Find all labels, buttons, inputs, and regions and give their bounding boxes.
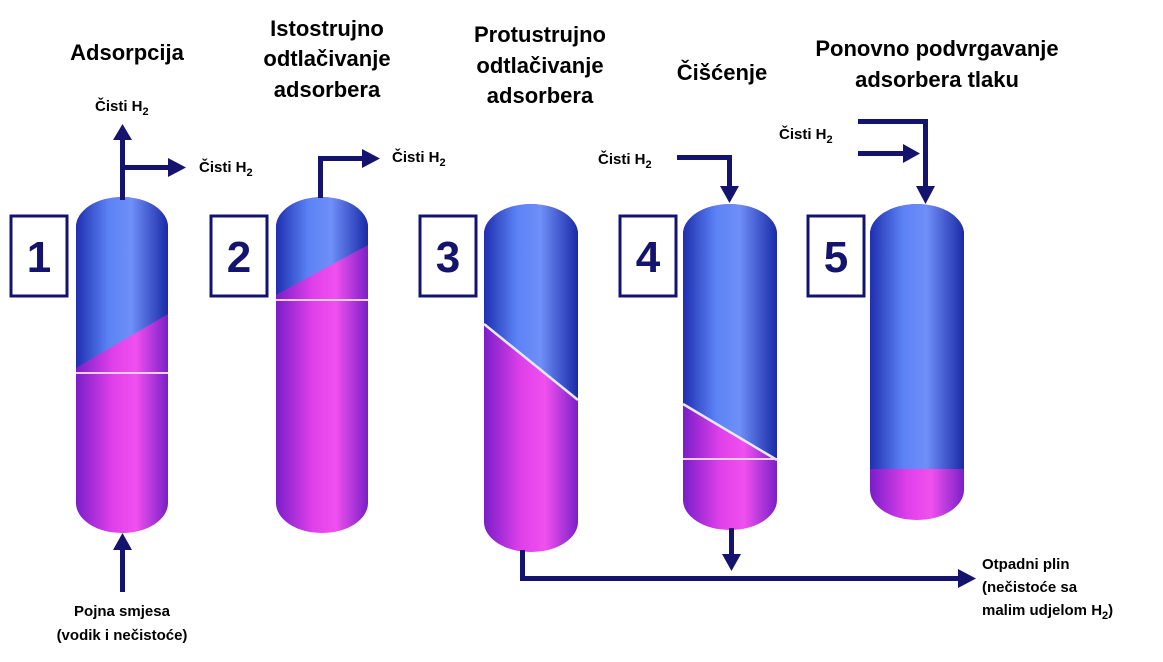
col2-outlet-line	[318, 156, 323, 198]
step-5-number-box: 5	[806, 214, 866, 298]
adsorber-column-4	[683, 204, 777, 530]
col4-purge-vertical-line	[727, 155, 732, 189]
step-2-number-box: 2	[209, 214, 269, 298]
step-4-number: 4	[636, 233, 661, 282]
waste-label-line3: malim udjelom H2)	[982, 602, 1113, 622]
step-3-title-line1: Protustrujno	[474, 22, 606, 47]
col1-side-arrowhead	[168, 158, 186, 177]
col4-waste-vertical-line	[729, 528, 734, 556]
step-2-title-line3: adsorbera	[274, 77, 381, 102]
step-3-number-box: 3	[418, 214, 478, 298]
col2-h2-label: Čisti H2	[392, 148, 446, 169]
col1-up-arrowhead	[113, 124, 132, 140]
flow-lines	[113, 119, 976, 592]
col5-h2-inlet-line	[858, 151, 906, 156]
step-3-title-line3: adsorbera	[487, 83, 594, 108]
col1-side-line	[120, 165, 170, 170]
feed-label-line2: (vodik i nečistoće)	[57, 627, 188, 644]
step-2-number: 2	[227, 233, 251, 282]
feed-arrowhead	[113, 533, 132, 550]
col4-waste-arrowhead	[722, 554, 741, 571]
col1-top-h2-label: Čisti H2	[95, 97, 149, 118]
col2-side-line	[318, 156, 364, 161]
waste-label-line1: Otpadni plin	[982, 556, 1070, 573]
step-2-title-line2: odtlačivanje	[263, 46, 390, 71]
step-4-title: Čišćenje	[677, 60, 768, 85]
col1-side-h2-label: Čisti H2	[199, 158, 253, 179]
step-5-number: 5	[824, 233, 848, 282]
adsorber-column-2	[276, 197, 368, 533]
step-5-title-line2: adsorbera tlaku	[855, 67, 1019, 92]
waste-label-line2: (nečistoće sa	[982, 579, 1078, 596]
col4-h2-label: Čisti H2	[598, 150, 652, 171]
feed-label-line1: Pojna smjesa	[74, 603, 171, 620]
step-1-number-box: 1	[9, 214, 69, 298]
step-4-number-box: 4	[618, 214, 678, 298]
step-3-title-line2: odtlačivanje	[476, 53, 603, 78]
col5-top-horizontal-line	[858, 119, 928, 124]
step-5-title-line1: Ponovno podvrgavanje	[815, 36, 1058, 61]
col4-purge-arrowhead	[720, 186, 739, 203]
col5-h2-label: Čisti H2	[779, 125, 833, 146]
step-1-title: Adsorpcija	[70, 40, 184, 65]
col5-vertical-line	[923, 119, 928, 189]
waste-gas-arrowhead	[958, 569, 976, 588]
col2-side-arrowhead	[362, 149, 380, 168]
adsorber-column-1	[76, 197, 168, 533]
step-2-title-line1: Istostrujno	[270, 16, 384, 41]
col3-waste-vertical-line	[520, 550, 525, 580]
waste-gas-horizontal-line	[520, 576, 960, 581]
feed-line	[120, 548, 125, 592]
col4-purge-horizontal-line	[677, 155, 732, 160]
col5-h2-inlet-arrowhead	[903, 144, 920, 163]
step-1-number: 1	[27, 233, 51, 282]
col5-down-arrowhead	[916, 186, 935, 204]
adsorber-column-5	[870, 204, 964, 520]
step-3-number: 3	[436, 233, 460, 282]
adsorber-column-3	[484, 204, 578, 552]
